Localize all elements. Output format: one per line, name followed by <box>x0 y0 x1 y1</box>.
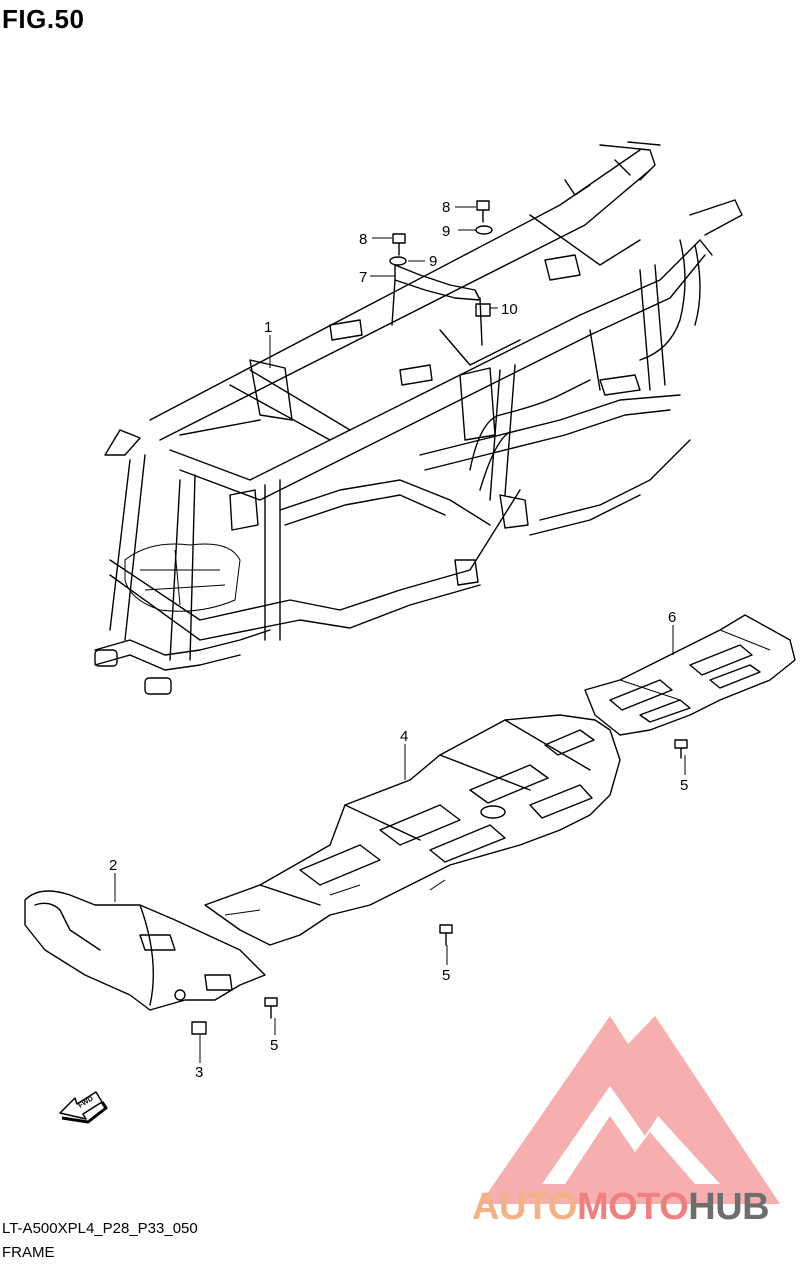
washer-icon <box>389 256 407 266</box>
callout-label: 10 <box>501 301 518 318</box>
center-under-cover <box>204 714 621 946</box>
bolt-icon <box>476 200 490 223</box>
brand-part-auto: AUTO <box>472 1186 577 1228</box>
bolt-icon <box>264 997 278 1019</box>
callout-label: 9 <box>442 223 450 240</box>
callout-label: 7 <box>359 269 367 286</box>
figure-title: FIG.50 <box>2 4 85 34</box>
callout-label: 4 <box>400 728 408 745</box>
bolt-icon <box>439 924 453 946</box>
diagram-code: LT-A500XPL4_P28_P33_050 <box>2 1220 198 1237</box>
frame-assembly <box>94 141 743 695</box>
brand-part-moto: MOTO <box>576 1186 689 1228</box>
callout-label: 5 <box>270 1037 278 1054</box>
washer-icon <box>475 225 493 235</box>
callout-label: 3 <box>195 1064 203 1081</box>
callout-label: 9 <box>429 253 437 270</box>
watermark-logo-icon <box>480 1016 780 1204</box>
stay-bracket <box>391 264 483 346</box>
callout-label: 8 <box>442 199 450 216</box>
callout-label: 5 <box>680 777 688 794</box>
bolt-icon <box>674 739 688 759</box>
nut-icon <box>191 1021 207 1035</box>
rear-under-cover <box>584 614 796 736</box>
callout-label: 1 <box>264 319 272 336</box>
nut-icon <box>475 303 491 317</box>
bolt-icon <box>392 233 406 256</box>
brand-part-hub: HUB <box>688 1186 770 1228</box>
fwd-arrow-icon: FWD <box>59 1091 108 1124</box>
callout-label: 5 <box>442 967 450 984</box>
callout-label: 8 <box>359 231 367 248</box>
front-skid-plate <box>24 890 266 1011</box>
watermark-brand: AUTOMOTOHUB <box>472 1186 770 1229</box>
callout-label: 2 <box>109 857 117 874</box>
leader-lines <box>114 206 686 1063</box>
callout-label: 6 <box>668 609 676 626</box>
diagram-name: FRAME <box>2 1244 55 1261</box>
